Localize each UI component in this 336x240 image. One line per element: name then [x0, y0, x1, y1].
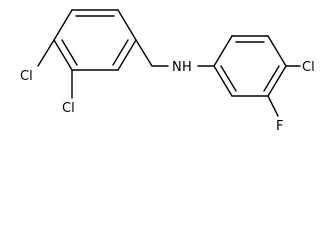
atom-n: N	[172, 60, 182, 75]
double-bond	[61, 39, 78, 66]
double-bond	[220, 65, 237, 92]
right-ring	[213, 35, 287, 97]
chemical-structure: N H Cl Cl Cl F	[20, 9, 315, 134]
structure-canvas: N H Cl Cl Cl F	[20, 9, 315, 134]
bond	[53, 9, 73, 41]
bond	[267, 65, 287, 97]
atom-cl-left: Cl	[20, 69, 33, 84]
bond	[213, 35, 233, 67]
bond	[117, 9, 137, 41]
bond	[53, 39, 73, 71]
atom-h: H	[182, 60, 192, 75]
double-bond	[263, 65, 280, 92]
left-ring	[53, 9, 137, 71]
atom-cl-bottom: Cl	[62, 101, 75, 116]
bond	[267, 35, 287, 67]
double-bond	[112, 39, 129, 66]
bond-c-cl-left	[37, 39, 55, 67]
bond	[117, 39, 137, 71]
bond-c-f	[267, 95, 279, 117]
bond-ring-ch2	[135, 39, 153, 67]
atom-f: F	[276, 119, 283, 134]
atom-cl-right: Cl	[302, 60, 315, 75]
bond	[213, 65, 233, 97]
